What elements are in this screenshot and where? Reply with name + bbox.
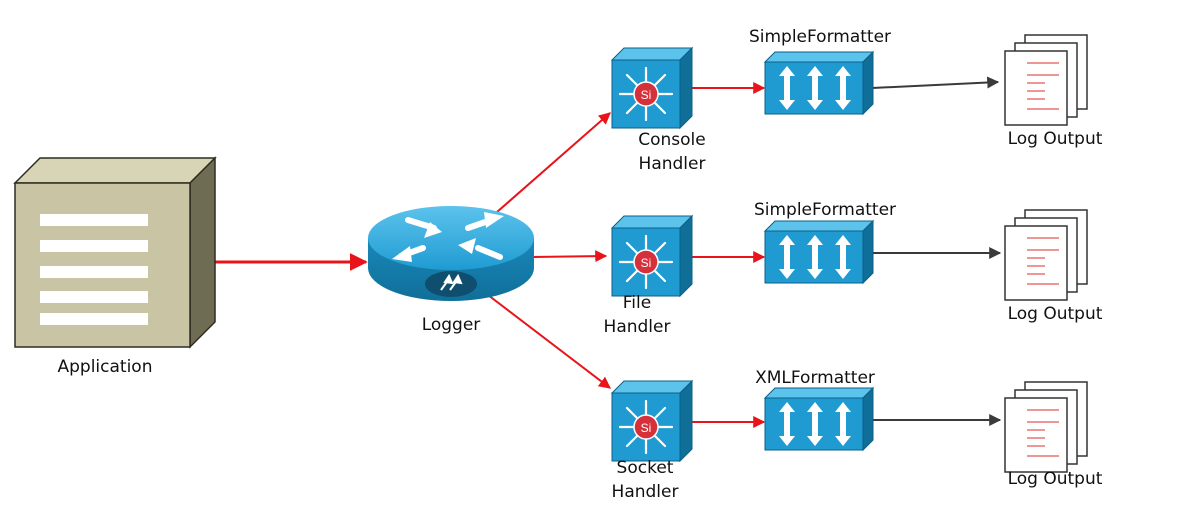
ids-formatter-icon	[763, 50, 875, 116]
multilayer-switch-icon: Si	[610, 379, 694, 463]
document-stack-icon	[1004, 34, 1088, 126]
log-output-label: Log Output	[1007, 129, 1103, 149]
multilayer-switch-icon: Si	[610, 214, 694, 298]
svg-text:Si: Si	[641, 256, 652, 270]
handler-label-line2: Handler	[611, 482, 679, 502]
arrow-logger-to-file-handler	[531, 250, 608, 263]
logger-label: Logger	[421, 315, 481, 335]
handler-label-line1: Socket	[616, 458, 674, 478]
arrow-logger-to-socket-handler	[487, 294, 611, 389]
handler-label-line1: Console	[638, 130, 706, 150]
formatter-label: SimpleFormatter	[748, 27, 892, 47]
formatter-label: XMLFormatter	[755, 368, 875, 388]
server-box-icon	[13, 156, 217, 349]
log-output-label: Log Output	[1007, 469, 1103, 489]
arrow-formatter1-to-output	[871, 76, 1000, 89]
application-label: Application	[57, 357, 153, 377]
document-stack-icon	[1004, 381, 1088, 473]
handler-label-line2: Handler	[638, 154, 706, 174]
document-stack-icon	[1004, 209, 1088, 301]
log-output-label: Log Output	[1007, 304, 1103, 324]
connector-arrows	[215, 76, 1002, 428]
handler-label-file: File Handler	[577, 291, 697, 339]
handler-label-socket: Socket Handler	[585, 456, 705, 504]
ids-formatter-icon	[763, 386, 875, 452]
handler-label-line1: File	[622, 293, 652, 313]
handler-label-line2: Handler	[603, 317, 671, 337]
ids-formatter-icon	[763, 219, 875, 285]
svg-text:Si: Si	[641, 88, 652, 102]
multilayer-switch-icon: Si	[610, 46, 694, 130]
handler-label-console: Console Handler	[612, 128, 732, 176]
arrow-logger-to-console-handler	[496, 112, 611, 213]
router-icon	[368, 206, 534, 301]
formatter-label: SimpleFormatter	[753, 200, 897, 220]
svg-text:Si: Si	[641, 421, 652, 435]
